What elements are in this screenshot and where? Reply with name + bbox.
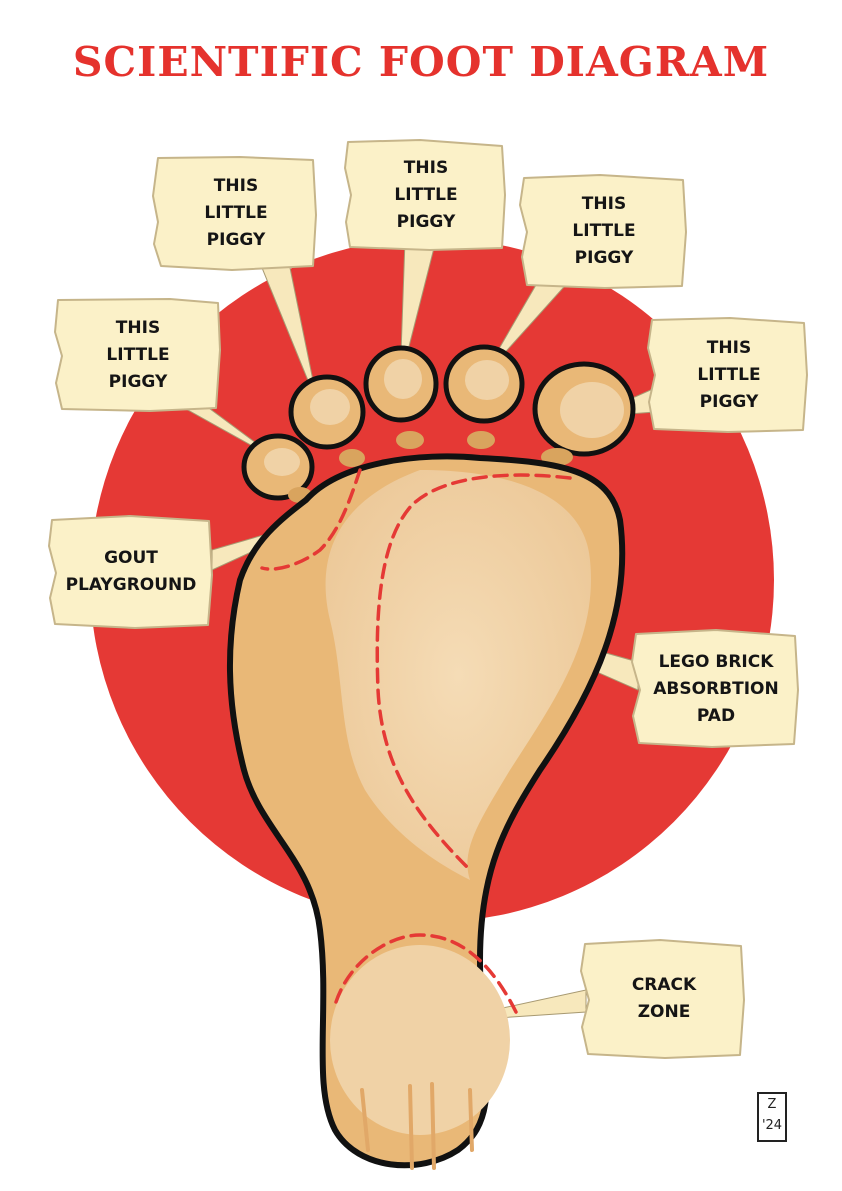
label-gout-playground: GOUT PLAYGROUND <box>65 548 197 595</box>
signature-text: Z '24 <box>761 1097 783 1133</box>
label-lego-absorbtion-pad: LEGO BRICK ABSORBTION PAD <box>653 651 779 726</box>
label-piggy-3: THIS LITTLE PIGGY <box>394 157 458 232</box>
label-box-piggy-5 <box>647 317 808 433</box>
label-piggy-2: THIS LITTLE PIGGY <box>204 175 268 250</box>
label-box-piggy-2 <box>152 156 317 271</box>
label-box-piggy-1 <box>54 298 221 412</box>
label-box-lego <box>631 629 799 748</box>
label-piggy-5: THIS LITTLE PIGGY <box>697 337 761 412</box>
label-box-crack <box>580 939 745 1059</box>
label-box-piggy-4 <box>519 174 687 289</box>
crack-zone-boundary <box>334 933 518 1014</box>
label-piggy-1: THIS LITTLE PIGGY <box>106 317 170 392</box>
heel-pad <box>330 945 510 1135</box>
label-box-piggy-3 <box>344 139 506 251</box>
label-box-gout <box>48 515 213 629</box>
lego-pad-boundary <box>375 473 572 872</box>
label-piggy-4: THIS LITTLE PIGGY <box>572 193 636 268</box>
diagram-title: SCIENTIFIC FOOT DIAGRAM <box>72 38 770 86</box>
artist-signature: Z '24 <box>757 1092 787 1142</box>
label-crack-zone: CRACK ZONE <box>631 975 697 1022</box>
gout-boundary <box>260 468 362 571</box>
sole-pad <box>325 470 591 880</box>
